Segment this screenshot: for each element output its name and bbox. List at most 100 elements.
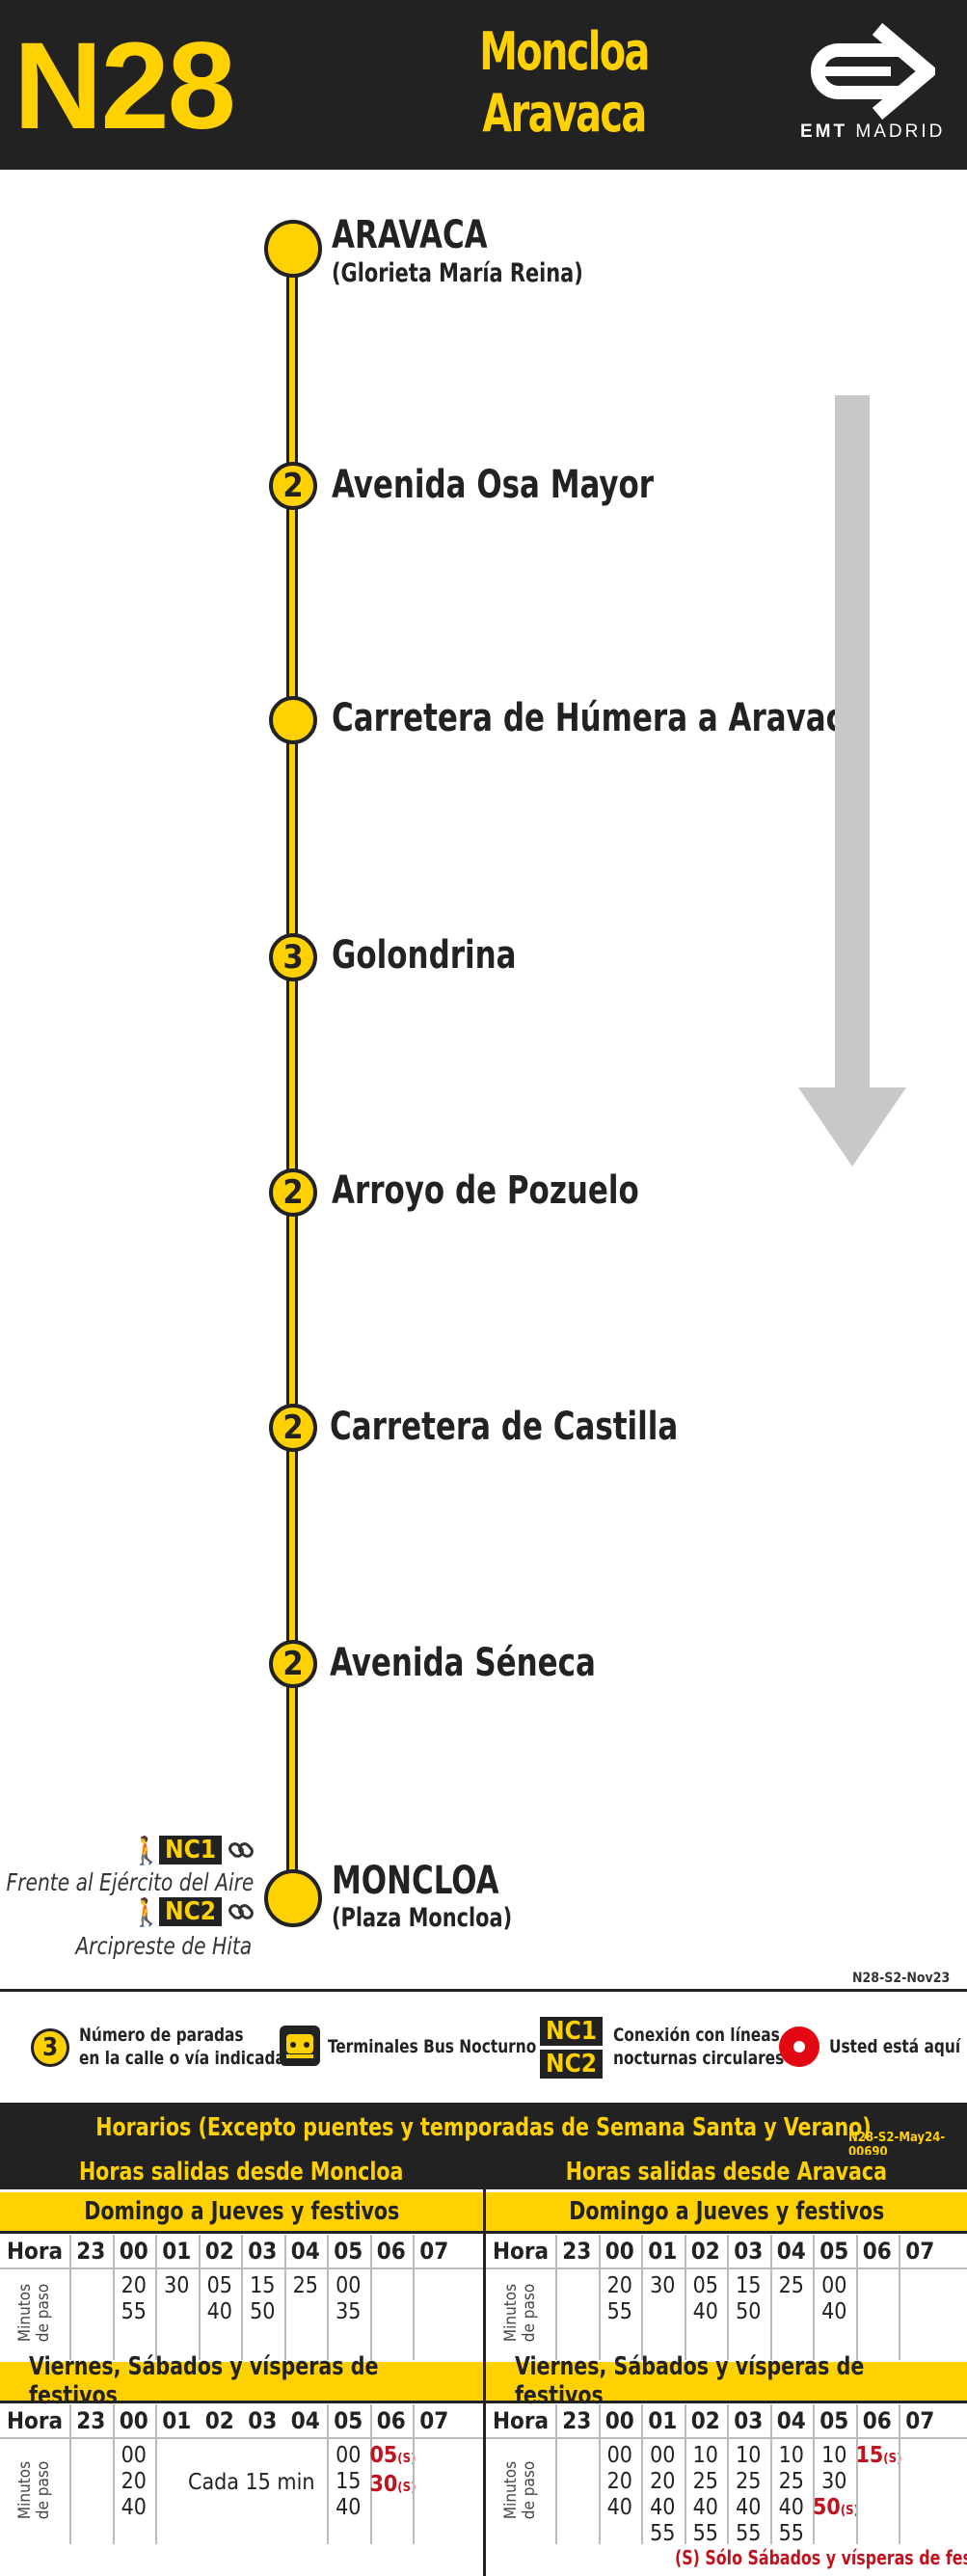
- column-line: [155, 2235, 157, 2360]
- column-line: [413, 2404, 415, 2544]
- column-line: [69, 2235, 71, 2360]
- stop-name: Avenida Séneca: [330, 1641, 596, 1685]
- connection-place: Arcipreste de Hita: [75, 1932, 252, 1960]
- hour-cell: 05: [334, 2407, 363, 2434]
- hour-cell: 00: [119, 2238, 148, 2265]
- column-line: [641, 2235, 643, 2360]
- weekend-label-moncloa: Viernes, Sábados y vísperas de festivos: [0, 2352, 483, 2410]
- timetable-column-divider: [483, 2155, 486, 2576]
- hour-cell: 01: [648, 2238, 678, 2265]
- column-line: [155, 2404, 157, 2544]
- terminal-stop-marker: [264, 1869, 322, 1927]
- stop-name: MONCLOA: [332, 1859, 499, 1903]
- minutes-cell: 30: [650, 2273, 676, 2298]
- stop-name: Carretera de Húmera a Aravaca: [332, 696, 864, 740]
- hour-cell: 06: [862, 2407, 892, 2434]
- hour-cell: 04: [776, 2238, 806, 2265]
- hour-cell: 07: [419, 2238, 449, 2265]
- hour-cell: 04: [290, 2407, 320, 2434]
- column-line: [327, 2235, 329, 2360]
- column-line: [899, 2235, 900, 2360]
- stop-count-marker: 2: [269, 1404, 317, 1452]
- walking-icon: 🚶: [129, 1896, 163, 1928]
- legend-nc2-tag: NC2: [540, 2050, 604, 2079]
- stop-name: ARAVACA: [332, 213, 488, 257]
- hour-cell: 06: [376, 2238, 406, 2265]
- timetable-header: [0, 2103, 967, 2155]
- column-line: [769, 2404, 772, 2544]
- walking-icon: 🚶: [129, 1835, 163, 1866]
- legend-terminals: Terminales Bus Nocturno: [328, 2036, 537, 2057]
- column-line: [684, 2235, 686, 2360]
- direction-arrow-icon: [798, 395, 906, 1167]
- minutes-cell: 25: [778, 2273, 804, 2298]
- night-terminal-icon: [280, 2026, 320, 2066]
- column-line: [641, 2404, 643, 2544]
- hour-header-label: Hora: [492, 2238, 550, 2265]
- hour-cell: 03: [734, 2238, 764, 2265]
- minutes-cell: 30: [164, 2273, 190, 2298]
- stop-subtitle: (Plaza Moncloa): [332, 1903, 513, 1933]
- hour-cell: 07: [419, 2407, 449, 2434]
- column-line: [727, 2404, 729, 2544]
- stop-count-marker: 3: [269, 933, 317, 981]
- stop-name: Golondrina: [332, 933, 517, 978]
- weekend-label-aravaca: Viernes, Sábados y vísperas de festivos: [486, 2352, 967, 2410]
- terminal-stop-marker: [264, 220, 322, 278]
- hour-cell: 05: [819, 2407, 849, 2434]
- hour-header-label: Hora: [6, 2238, 64, 2265]
- hour-cell: 00: [604, 2407, 634, 2434]
- nc1-tag: NC1: [159, 1836, 223, 1865]
- column-line: [598, 2235, 601, 2360]
- column-line: [727, 2235, 729, 2360]
- divider: [0, 1989, 967, 1992]
- hour-cell: 23: [76, 2407, 106, 2434]
- hour-header-label: Hora: [492, 2407, 550, 2434]
- hour-cell: 02: [690, 2407, 720, 2434]
- stop-count-sample-icon: 3: [31, 2028, 69, 2067]
- stop-count-marker: 2: [269, 1640, 317, 1688]
- nc2-tag: NC2: [159, 1897, 223, 1926]
- brand-label: EMT MADRID: [800, 121, 946, 142]
- column-line: [598, 2404, 601, 2544]
- saturday-note: (S) Sólo Sábados y vísperas de festivo: [675, 2546, 967, 2569]
- frequency-note: Cada 15 min: [188, 2470, 315, 2495]
- hour-header-label: Hora: [6, 2407, 64, 2434]
- route-line: [286, 249, 298, 1905]
- hour-cell: 02: [204, 2238, 234, 2265]
- connection-place: Frente al Ejército del Aire: [6, 1868, 254, 1896]
- weekday-label-moncloa: Domingo a Jueves y festivos: [0, 2192, 483, 2231]
- column-line: [855, 2235, 858, 2360]
- hour-cell: 06: [862, 2238, 892, 2265]
- column-line: [112, 2404, 115, 2544]
- hour-cell: 04: [776, 2407, 806, 2434]
- hour-cell: 02: [690, 2238, 720, 2265]
- timetable-title: Horarios (Excepto puentes y temporadas d…: [95, 2113, 872, 2142]
- legend-here: Usted está aquí: [829, 2036, 961, 2057]
- hour-cell: 07: [905, 2238, 935, 2265]
- column-line: [283, 2235, 286, 2360]
- column-line: [899, 2404, 900, 2544]
- hour-cell: 07: [905, 2407, 935, 2434]
- map-code: N28-S2-Nov23: [852, 1971, 951, 1986]
- destination-2: Aravaca: [482, 83, 647, 144]
- column-line: [555, 2235, 557, 2360]
- column-line: [241, 2235, 243, 2360]
- stop-subtitle: (Glorieta María Reina): [332, 258, 583, 288]
- stop-marker: [269, 696, 317, 744]
- column-line: [327, 2404, 329, 2544]
- column-line: [769, 2235, 772, 2360]
- hour-cell: 00: [604, 2238, 634, 2265]
- column-line: [684, 2404, 686, 2544]
